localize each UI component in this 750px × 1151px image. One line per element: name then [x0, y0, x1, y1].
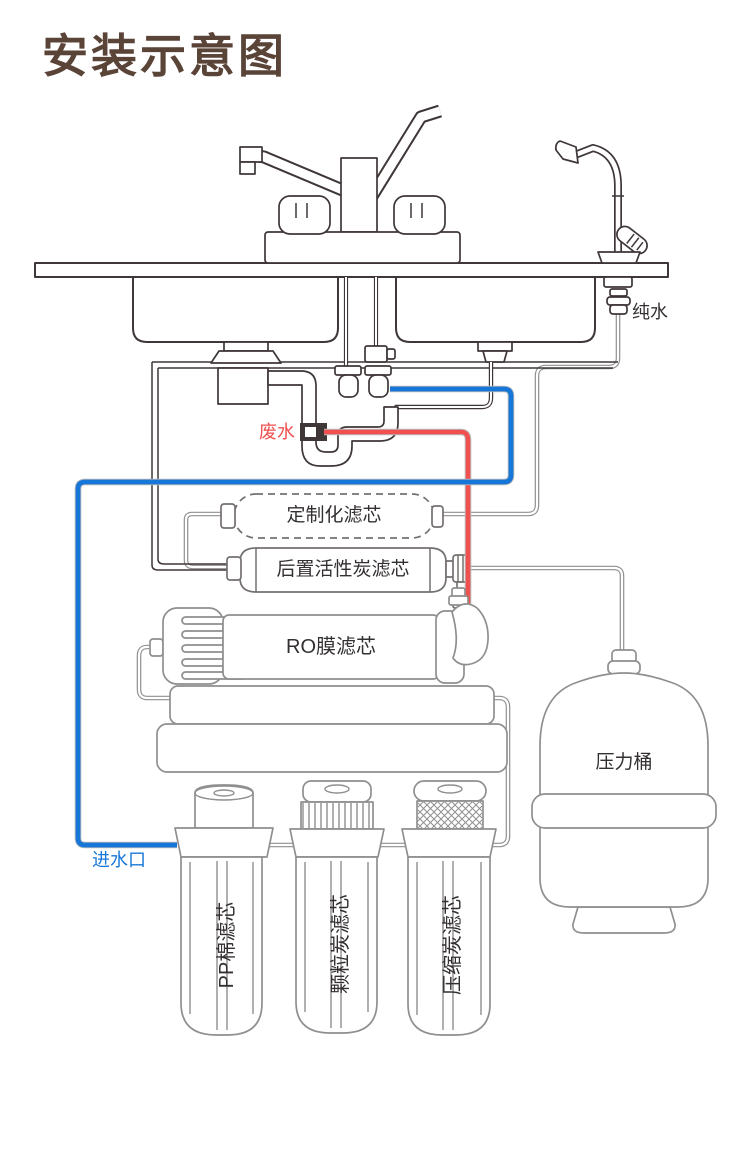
mounting-bracket [156, 685, 508, 773]
ro-membrane-label: RO膜滤芯 [286, 636, 376, 658]
ro-elbow [451, 603, 489, 666]
waste-tubing [324, 428, 472, 606]
pure-water-label: 纯水 [632, 302, 668, 322]
custom-filter-label: 定制化滤芯 [286, 505, 382, 526]
counter-sink-group [34, 104, 669, 571]
page-title: 安装示意图 [42, 30, 287, 82]
housing-granular-carbon [289, 780, 385, 1034]
filter-capsules [220, 493, 471, 609]
granular-carbon-filter-label: 颗粒炭滤芯 [330, 894, 352, 994]
post-carbon-filter-label: 后置活性炭滤芯 [276, 559, 410, 580]
left-drain [210, 341, 282, 405]
countertop [34, 262, 669, 278]
kitchen-faucet [239, 104, 461, 264]
sink-right-basin [395, 276, 596, 343]
compressed-carbon-filter-label: 压缩炭滤芯 [442, 895, 464, 995]
waste-water-label: 废水 [259, 422, 295, 442]
sink-left-basin [132, 276, 339, 343]
housing-compressed-carbon [401, 780, 497, 1036]
inlet-tubing [74, 385, 515, 849]
drinking-faucet [554, 140, 648, 315]
pp-cotton-filter-label: PP棉滤芯 [216, 901, 238, 989]
faucet-spout-tip [554, 140, 579, 164]
filter-housings [174, 780, 497, 1036]
pressure-tank [531, 649, 717, 934]
pressure-tank-label: 压力桶 [595, 752, 653, 773]
ro-membrane [149, 587, 489, 685]
inlet-label: 进水口 [92, 850, 146, 870]
drain-trap [267, 341, 513, 467]
feed-valves [334, 277, 396, 398]
housing-pp-cotton [174, 784, 274, 1036]
custom-filter-capsule [233, 493, 435, 539]
